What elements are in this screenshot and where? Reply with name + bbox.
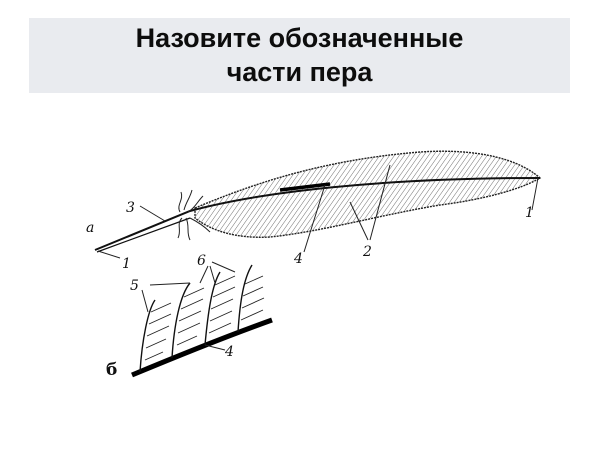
label-1-tip: 1: [525, 205, 534, 221]
title-line-1: Назовите обозначенные: [135, 23, 464, 53]
barbs: [139, 264, 253, 373]
label-4-b: 4: [224, 344, 234, 360]
rachis-b: [131, 317, 273, 378]
feather-figure-a: а 1 3 4 2 1: [86, 150, 542, 272]
label-1-base: 1: [122, 256, 131, 272]
title-band: [29, 18, 570, 93]
label-4-a: 4: [293, 251, 303, 267]
rachis: [94, 177, 541, 251]
letter-a: а: [86, 220, 94, 236]
page-title: Назовите обозначенные части пера: [29, 21, 570, 89]
label-2: 2: [362, 244, 372, 260]
barbules: [144, 275, 265, 361]
downy-barbs: [177, 189, 211, 241]
feather-figure-b: 6 5 4 б: [106, 253, 273, 380]
label-3: 3: [126, 200, 135, 216]
title-line-2: части пера: [226, 57, 373, 87]
label-6: 6: [197, 253, 206, 269]
letter-b: б: [106, 360, 117, 380]
vane: [194, 150, 542, 238]
label-5: 5: [130, 278, 139, 294]
